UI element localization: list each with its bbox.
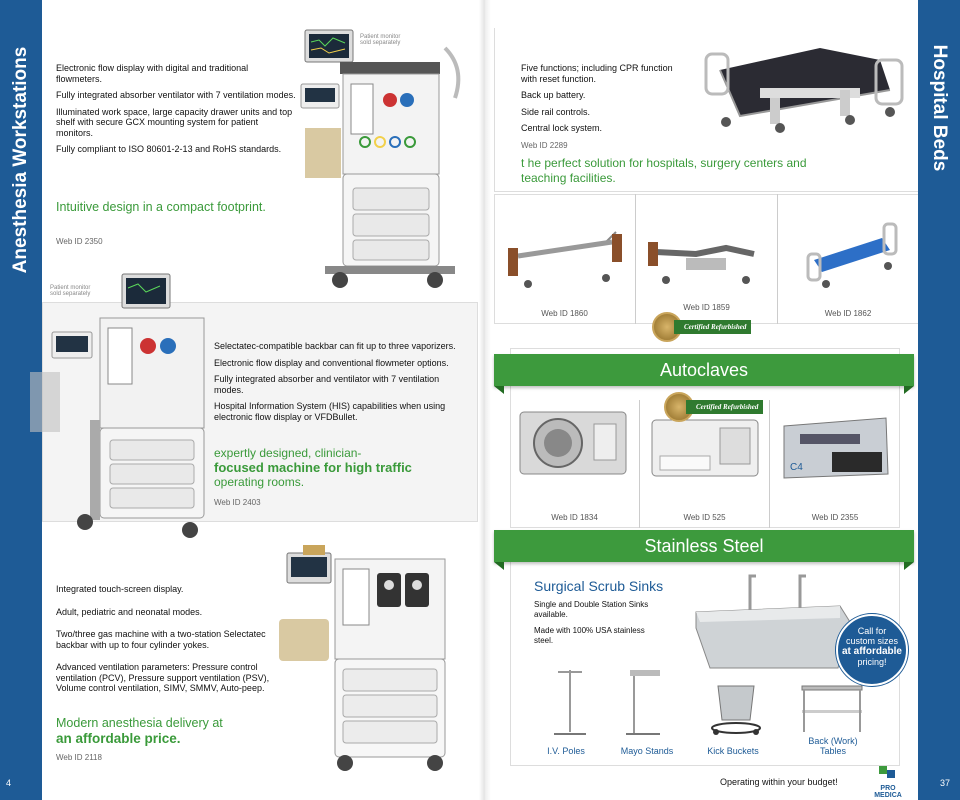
beds-intro-panel	[494, 28, 918, 192]
feature-text: Adult, pediatric and neonatal modes.	[56, 606, 203, 617]
autoclave-card[interactable]: Web ID 1834	[510, 400, 640, 528]
accessory-label-kick-buckets: Kick Buckets	[707, 746, 759, 756]
kick-bucket-image	[711, 685, 761, 735]
stainless-banner: Stainless Steel	[494, 530, 914, 570]
page-spine	[479, 0, 491, 800]
page-number-right: 37	[939, 778, 950, 788]
product3-tagline: Modern anesthesia delivery at an afforda…	[56, 716, 223, 746]
section-title-anesthesia: Anesthesia Workstations	[10, 46, 31, 274]
stainless-subtitle: Surgical Scrub Sinks	[534, 578, 664, 594]
autoclave-image	[651, 419, 759, 477]
custom-sizes-badge: Call for custom sizes at affordable pric…	[836, 614, 908, 686]
autoclave-image: C4	[783, 417, 889, 479]
anesthesia-machine-1-image	[300, 29, 461, 288]
bed-card[interactable]: Web ID 1862	[778, 194, 918, 324]
product2-features: Selectatec-compatible backbar can fit up…	[214, 341, 462, 428]
feature-text: Back up battery.	[521, 90, 586, 100]
bed-card[interactable]: Web ID 1859	[636, 194, 778, 324]
product2-web-id: Web ID 2403	[214, 498, 261, 507]
autoclaves-panel	[510, 348, 900, 528]
product1-tagline: Intuitive design in a compact footprint.	[56, 200, 266, 214]
autoclave-web-id: Web ID 525	[683, 513, 726, 522]
page-number-left: 4	[6, 778, 12, 788]
promedica-logo: PRO MEDICA	[866, 764, 910, 799]
bed-card[interactable]: Web ID 1860	[494, 194, 636, 324]
mayo-stand-image	[626, 670, 660, 735]
feature-text: Fully integrated absorber ventilator wit…	[56, 90, 296, 100]
feature-text: Hospital Information System (HIS) capabi…	[214, 401, 446, 422]
product1-web-id: Web ID 2350	[56, 237, 103, 246]
bed-web-id: Web ID 1860	[541, 309, 588, 318]
anesthesia-machine-2-image	[30, 273, 205, 538]
product3-features: Integrated touch-screen display. Adult, …	[56, 584, 270, 700]
back-table-image	[801, 685, 863, 732]
promedica-logo-icon	[879, 766, 895, 778]
product3-web-id: Web ID 2118	[56, 753, 102, 762]
feature-text: Central lock system.	[521, 123, 603, 133]
feature-text: Illuminated work space, large capacity d…	[56, 106, 293, 138]
product1-monitor-note: Patient monitor sold separately	[360, 34, 401, 46]
autoclave-card[interactable]: C4 Web ID 2355	[770, 400, 900, 528]
bed-web-id: Web ID 1859	[683, 303, 730, 312]
product2-tagline: expertly designed, clinician- focused ma…	[214, 446, 412, 489]
feature-text: Electronic flow display with digital and…	[56, 63, 249, 84]
section-title-beds: Hospital Beds	[929, 44, 950, 172]
accessory-label-back-tables: Back (Work) Tables	[808, 736, 858, 756]
feature-text: Side rail controls.	[521, 106, 591, 117]
autoclave-image	[519, 411, 627, 475]
product1-features: Electronic flow display with digital and…	[56, 63, 296, 161]
beds-tagline: t he perfect solution for hospitals, sur…	[521, 156, 807, 185]
beds-web-id: Web ID 2289	[521, 141, 568, 150]
hospital-bed-image	[806, 222, 898, 288]
bed-web-id: Web ID 1862	[824, 309, 872, 318]
autoclave-web-id: Web ID 2355	[811, 513, 859, 522]
feature-text: Integrated touch-screen display.	[56, 584, 184, 594]
product2-monitor-note: Patient monitor sold separately	[50, 285, 91, 297]
feature-text: Selectatec-compatible backbar can fit up…	[214, 341, 456, 351]
accessory-label-mayo-stands: Mayo Stands	[620, 746, 674, 756]
feature-text: Fully integrated absorber and ventilator…	[214, 374, 440, 395]
iv-pole-image	[554, 670, 586, 735]
feature-text: Electronic flow display and conventional…	[214, 357, 449, 368]
footer-tagline: Operating within your budget!	[720, 777, 838, 787]
autoclave-model-label: C4	[790, 462, 803, 473]
anesthesia-machine-3-image	[279, 545, 446, 771]
stainless-description: Single and Double Station Sinks availabl…	[534, 600, 649, 645]
right-sidebar: Hospital Beds 37	[918, 0, 960, 800]
feature-text: Advanced ventilation parameters: Pressur…	[56, 662, 270, 693]
hospital-bed-main-image	[704, 48, 904, 133]
feature-text: Fully compliant to ISO 80601-2-13 and Ro…	[56, 144, 282, 154]
feature-text: Two/three gas machine with a two-station…	[56, 629, 266, 650]
scrub-sink-image	[695, 574, 851, 669]
feature-text: Five functions; including CPR function w…	[521, 63, 673, 84]
hospital-bed-image	[648, 242, 755, 284]
accessory-label-iv-poles: I.V. Poles	[547, 746, 585, 756]
autoclave-card[interactable]: Web ID 525	[640, 400, 770, 528]
autoclaves-banner: Autoclaves	[494, 354, 914, 394]
beds-features: Five functions; including CPR function w…	[521, 63, 681, 140]
hospital-bed-image	[508, 231, 622, 288]
autoclave-web-id: Web ID 1834	[551, 513, 598, 522]
